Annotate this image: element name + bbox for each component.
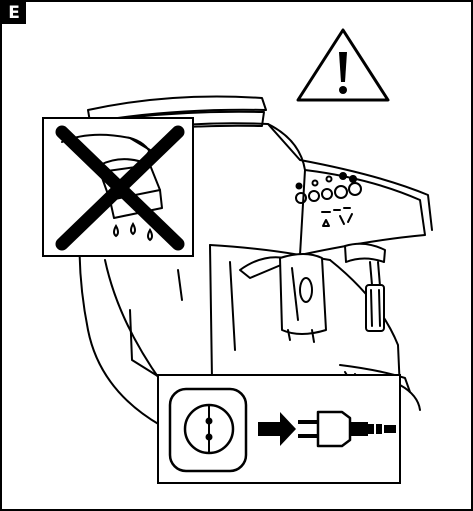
panel-letter-tag: E xyxy=(2,2,26,24)
no-water-crossed-icon xyxy=(43,118,193,256)
wall-socket-icon xyxy=(170,389,246,471)
unplug-from-socket-icon xyxy=(158,375,400,483)
